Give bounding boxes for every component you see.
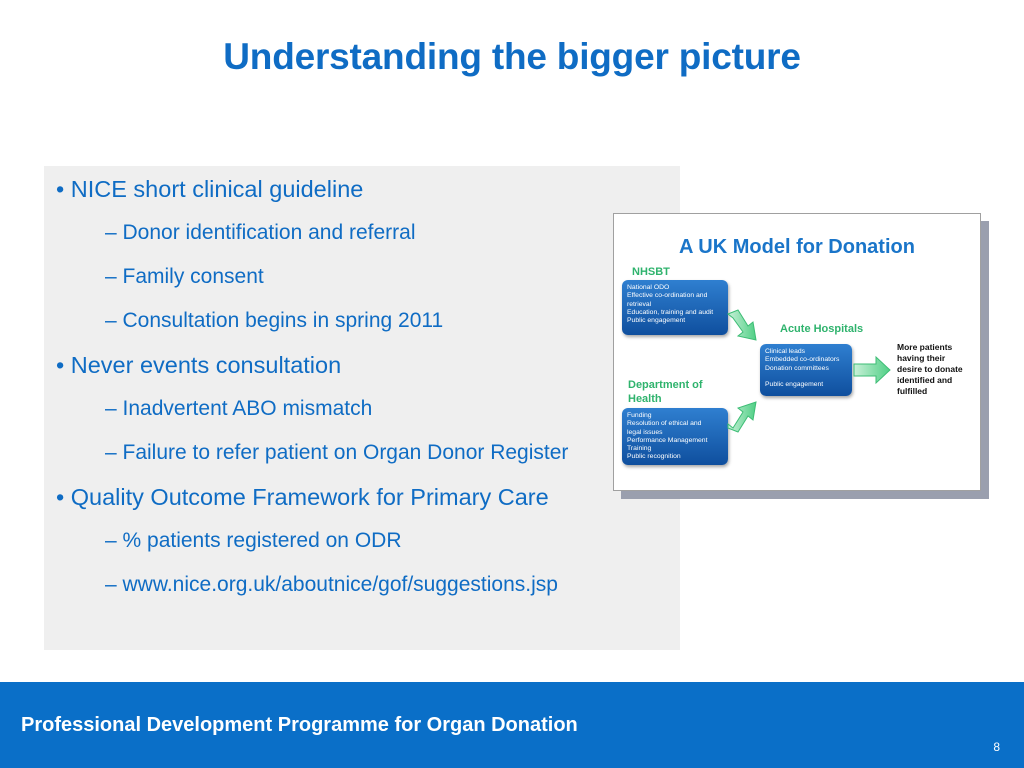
doh-line: Funding [627, 412, 652, 419]
outcome-line: identified and [897, 375, 953, 385]
outcome-line: fulfilled [897, 386, 928, 396]
sub-bullet-item: – Consultation begins in spring 2011 [105, 309, 444, 332]
diagram-title: A UK Model for Donation [679, 236, 915, 258]
slide-title: Understanding the bigger picture [223, 36, 801, 77]
outcome-text: More patients having their desire to don… [897, 342, 977, 397]
content-panel: • NICE short clinical guideline – Donor … [44, 166, 680, 650]
outcome-line: desire to donate [897, 364, 963, 374]
acute-line: Embedded co-ordinators [765, 356, 840, 364]
nhsbt-line: Education, training and audit [627, 308, 714, 316]
sub-bullet-item: – % patients registered on ODR [105, 529, 402, 552]
doh-line: Public recognition [627, 453, 681, 461]
uk-donation-model-diagram: A UK Model for Donation NHSBT National O… [613, 213, 981, 491]
acute-hospitals-box: Clinical leads Embedded co-ordinators Do… [760, 344, 852, 396]
sub-bullet-item: – Inadvertent ABO mismatch [105, 397, 373, 420]
acute-line: Public engagement [765, 380, 824, 388]
footer-bar: Professional Development Programme for O… [0, 682, 1024, 768]
bullet-item: • Quality Outcome Framework for Primary … [56, 484, 549, 510]
department-of-health-label: Department of Health [628, 378, 703, 406]
nhsbt-line: National ODO [627, 284, 670, 291]
doh-line: legal issues [627, 428, 663, 436]
acute-hospitals-label: Acute Hospitals [780, 323, 864, 335]
doh-label-line: Department of [628, 379, 703, 391]
sub-bullet-item: – Failure to refer patient on Organ Dono… [105, 441, 569, 464]
sub-bullet-item: – Donor identification and referral [105, 221, 416, 244]
department-of-health-box: Funding Resolution of ethical and legal … [622, 408, 728, 465]
diagram-arrows [727, 309, 891, 433]
page-number: 8 [993, 740, 1000, 754]
bullet-item: • NICE short clinical guideline [56, 176, 364, 202]
bullet-item: • Never events consultation [56, 352, 342, 378]
arrow-icon [727, 309, 757, 341]
footer-title: Professional Development Programme for O… [21, 714, 578, 736]
sub-bullet-item: – www.nice.org.uk/aboutnice/gof/suggesti… [105, 573, 558, 596]
nhsbt-line: retrieval [627, 300, 652, 308]
acute-line: Donation committees [765, 364, 829, 372]
doh-line: Training [627, 445, 652, 453]
nhsbt-box: National ODO Effective co-ordination and… [622, 280, 728, 335]
sub-bullet-item: – Family consent [105, 265, 264, 288]
doh-line: Resolution of ethical and [627, 420, 702, 428]
arrow-icon [727, 401, 757, 433]
acute-line: Clinical leads [765, 348, 806, 355]
nhsbt-label: NHSBT [632, 266, 670, 278]
arrow-icon [853, 355, 891, 385]
nhsbt-line: Public engagement [627, 317, 686, 325]
bullet-list: • NICE short clinical guideline – Donor … [56, 174, 676, 600]
nhsbt-line: Effective co-ordination and [627, 292, 708, 300]
outcome-line: having their [897, 353, 946, 363]
doh-line: Performance Management [627, 436, 708, 444]
outcome-line: More patients [897, 342, 953, 352]
doh-label-line: Health [628, 393, 662, 405]
